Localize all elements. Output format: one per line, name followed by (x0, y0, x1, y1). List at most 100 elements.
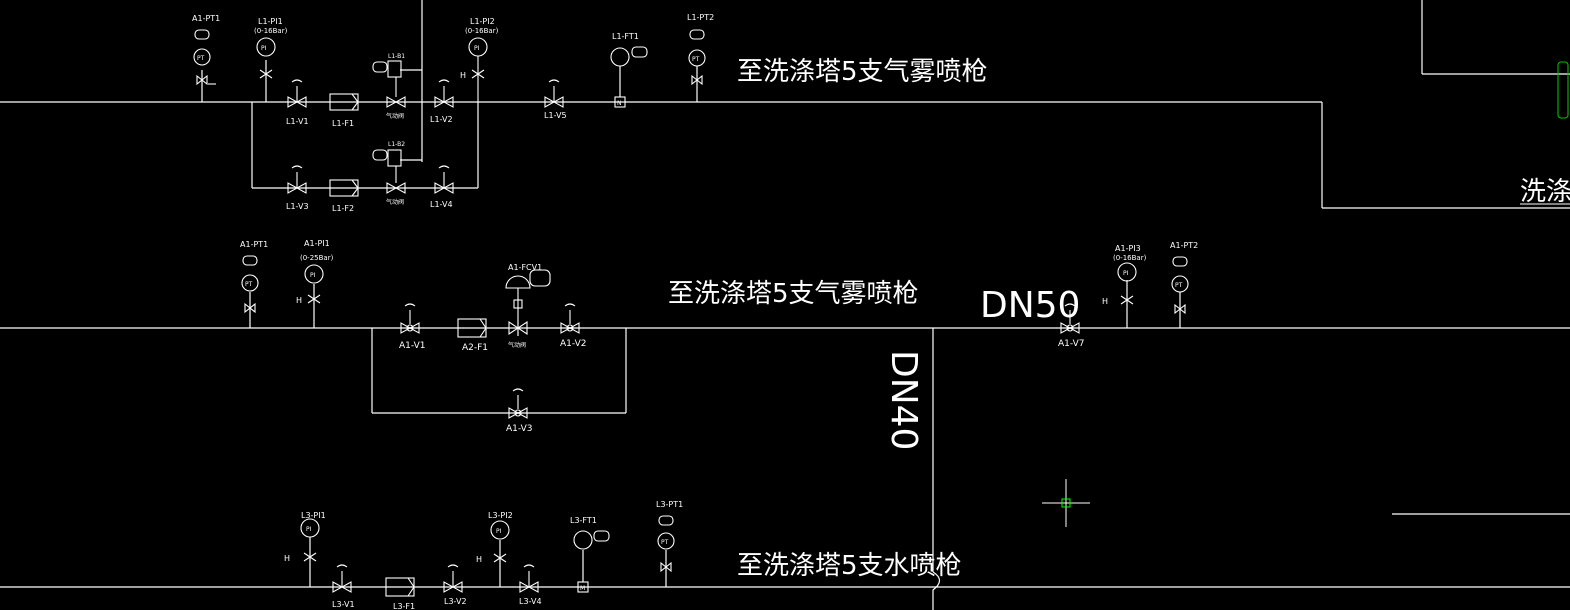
handwheel-icon (291, 79, 303, 83)
plc-badge-icon (593, 530, 610, 542)
plc-badge-icon (529, 269, 551, 287)
l1-pi2-range: (0-16Bar) (465, 27, 499, 35)
a1-f1-tag: A2-F1 (462, 343, 488, 353)
handwheel-icon (438, 165, 450, 169)
plc-badge-icon (658, 515, 674, 526)
l3-ft1-m: M (580, 585, 585, 592)
l1-ft1-tag: L1-FT1 (612, 32, 639, 41)
flow-transmitter-icon (610, 47, 630, 67)
a1-fcv1-note: 气动阀 (508, 341, 526, 349)
l3-v2-tag: L3-V2 (444, 597, 467, 606)
l1-pi2-tag: L1-PI2 (470, 17, 495, 26)
plc-badge-icon (1172, 256, 1188, 267)
l3-pi2-h: H (476, 555, 482, 564)
cad-cursor-icon (1042, 479, 1090, 527)
gauge-valve-icon (493, 553, 507, 563)
gate-valve-icon (287, 182, 307, 194)
a1-fcv1-tag: A1-FCV1 (508, 263, 542, 272)
pressure-gauge-icon (300, 518, 320, 538)
pressure-transmitter-icon (688, 49, 706, 67)
a1-v7-tag: A1-V7 (1058, 339, 1085, 349)
pressure-gauge-icon (304, 264, 324, 284)
a1-pi1-range: (0-25Bar) (300, 254, 334, 262)
handwheel-icon (291, 165, 303, 169)
l3-v4-tag: L3-V4 (519, 597, 542, 606)
a1-pt2-tag: A1-PT2 (1170, 241, 1198, 250)
l3-pi1-h: H (284, 554, 290, 563)
l3-v1-tag: L3-V1 (332, 600, 355, 609)
a1-pt1-symbol: PT (245, 281, 253, 288)
l1-pt1-symbol: PT (197, 55, 205, 62)
l1-pi1-range: (0-16Bar) (254, 27, 288, 35)
l1-pi1-symbol: PI (261, 45, 267, 52)
l1-f1-tag: L1-F1 (332, 119, 354, 128)
gate-valve-icon (443, 581, 463, 593)
l1-b2-note: 气动阀 (386, 198, 404, 206)
l3-pt1-symbol: PT (661, 539, 669, 546)
handwheel-icon (447, 564, 459, 568)
gauge-valve-icon (307, 294, 321, 304)
l1-v3-tag: L1-V3 (286, 202, 309, 211)
l1-pi2-h: H (460, 71, 466, 80)
handwheel-icon (1064, 303, 1076, 307)
gate-valve-icon (544, 96, 564, 108)
handwheel-icon (548, 79, 560, 83)
actuated-valve-icon (386, 182, 406, 194)
a1-v3-tag: A1-V3 (506, 424, 533, 434)
l3-destination-label: 至洗涤塔5支水喷枪 (737, 551, 962, 581)
needle-valve-icon (660, 561, 672, 573)
gate-valve-icon (519, 581, 539, 593)
dn40-label: DN40 (883, 350, 924, 450)
l1-f2-tag: L1-F2 (332, 204, 354, 213)
actuated-valve-icon (386, 96, 406, 108)
handwheel-icon (404, 303, 416, 307)
plc-badge-icon (372, 61, 388, 73)
gate-valve-icon (287, 96, 307, 108)
handwheel-icon (438, 79, 450, 83)
a1-pi1-symbol: PI (310, 272, 316, 279)
l1-v4-tag: L1-V4 (430, 200, 453, 209)
l1-destination-label: 至洗涤塔5支气雾喷枪 (737, 57, 988, 87)
a1-pi1-tag: A1-PI1 (304, 239, 330, 248)
l1-v1-tag: L1-V1 (286, 117, 309, 126)
l3-pt1-tag: L3-PT1 (656, 500, 683, 509)
a1-destination-label: 至洗涤塔5支气雾喷枪 (668, 279, 919, 309)
gate-valve-icon (434, 96, 454, 108)
needle-valve-icon (196, 74, 208, 86)
flow-element-icon (614, 96, 626, 108)
control-valve-icon (508, 320, 528, 336)
diaphragm-actuator-icon (505, 275, 531, 289)
pressure-transmitter-icon (657, 532, 675, 550)
pressure-gauge-icon (490, 520, 510, 540)
l3-ft1-tag: L3-FT1 (570, 516, 597, 525)
l1-pt2-tag: L1-PT2 (687, 13, 714, 22)
l3-pi2-symbol: PI (496, 528, 502, 535)
l1-pi2-symbol: PI (474, 45, 480, 52)
plc-badge-icon (242, 255, 258, 266)
a1-pi3-tag: A1-PI3 (1115, 244, 1141, 253)
handwheel-icon (523, 564, 535, 568)
needle-valve-icon (1174, 303, 1186, 315)
l1-v2-tag: L1-V2 (430, 115, 453, 124)
l1-pt2-symbol: PT (692, 56, 700, 63)
flow-transmitter-icon (573, 530, 593, 550)
gauge-valve-icon (259, 69, 273, 79)
gauge-valve-icon (471, 69, 485, 79)
a1-section: A1-PT1 PT A1-PI1 (0-25Bar) PI H A1-V1 A2… (240, 239, 1198, 434)
solenoid-icon (387, 149, 402, 167)
gate-valve-icon (434, 182, 454, 194)
a1-pt1-tag: A1-PT1 (240, 240, 268, 249)
plc-badge-icon (194, 29, 210, 40)
plc-badge-icon (372, 149, 388, 161)
needle-valve-icon (691, 74, 703, 86)
a1-v1-tag: A1-V1 (399, 341, 426, 351)
l1-v5-tag: L1-V5 (544, 111, 567, 120)
gauge-valve-icon (303, 552, 317, 562)
scroll-indicator-icon (1557, 61, 1569, 119)
handwheel-icon (564, 303, 576, 307)
pressure-transmitter-icon (1171, 275, 1189, 293)
l1-ft1-n: N (617, 100, 622, 107)
right-edge-label: 洗涤 (1520, 177, 1570, 207)
gauge-valve-icon (1120, 295, 1134, 305)
l3-pi2-tag: L3-PI2 (488, 511, 513, 520)
